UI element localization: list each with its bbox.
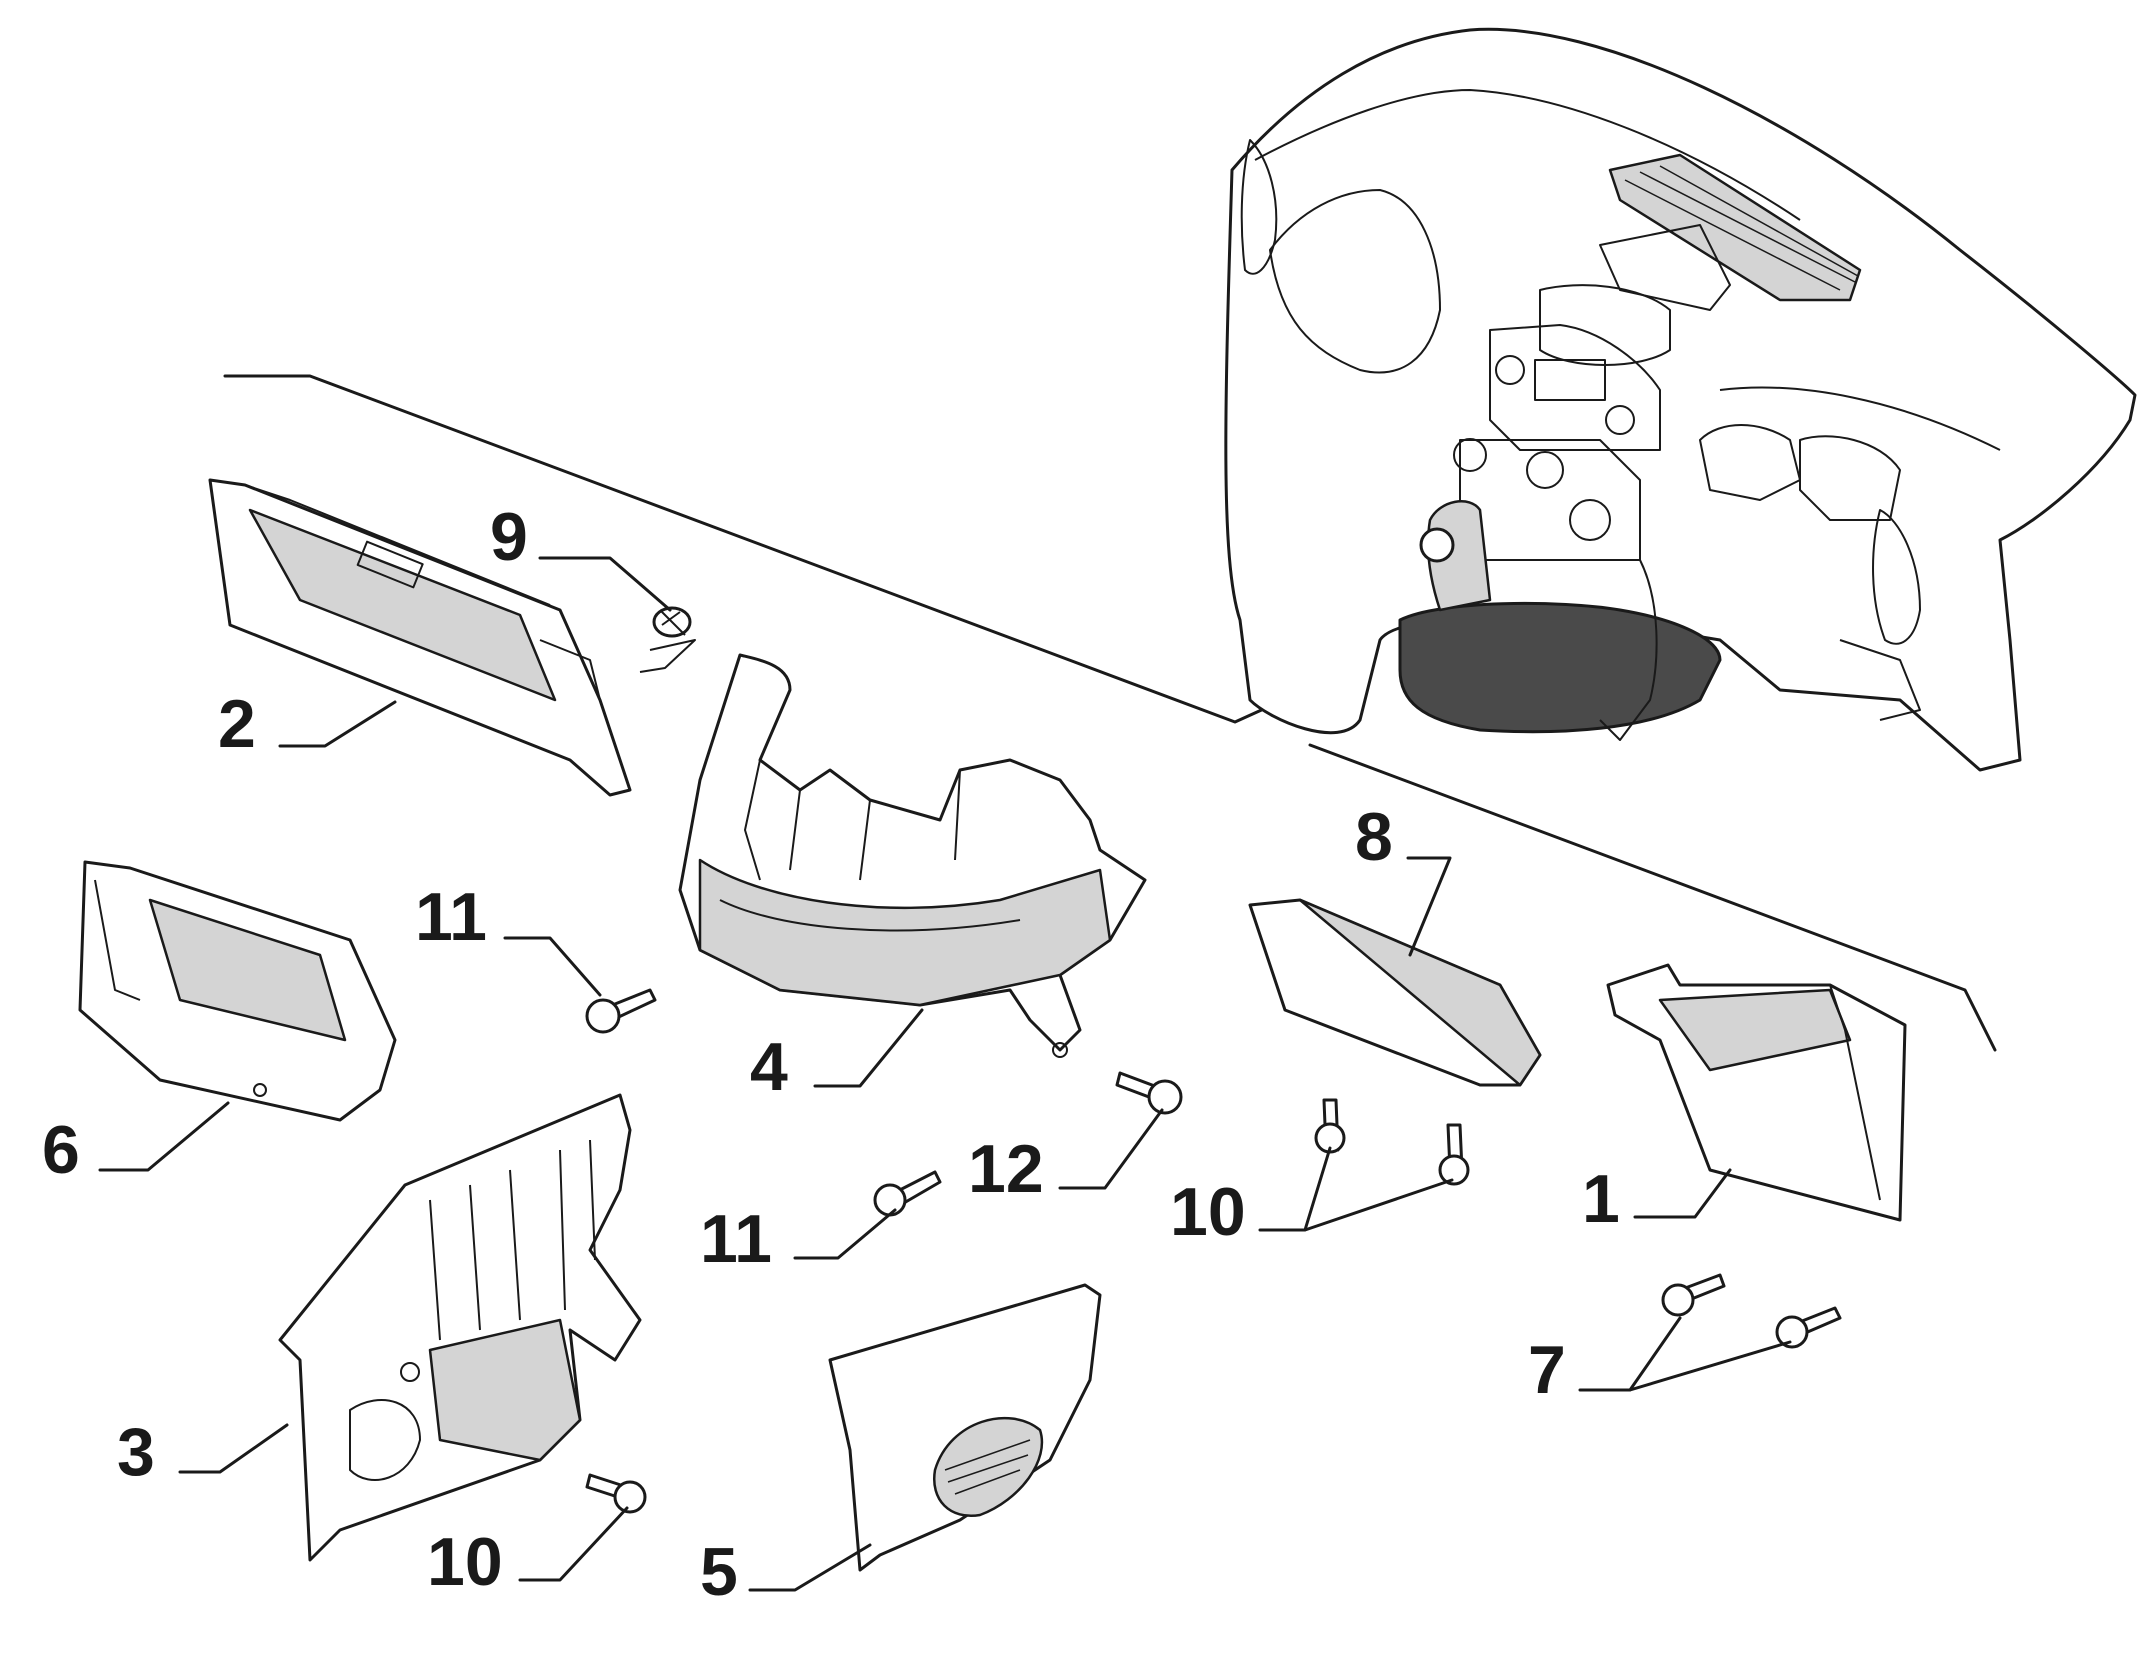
callout-7: 7 — [1528, 1332, 1566, 1408]
part-4-console-housing — [678, 653, 1147, 1058]
callout-6: 6 — [42, 1112, 80, 1188]
screw-11a — [585, 988, 657, 1034]
dashboard-overview — [1224, 27, 2137, 772]
callout-8: 8 — [1355, 799, 1393, 875]
callout-1: 1 — [1582, 1161, 1620, 1237]
part-5-vent-trim — [828, 1283, 1102, 1572]
callout-10-console: 10 — [1170, 1174, 1246, 1250]
part-6-storage-tray — [78, 860, 397, 1122]
callout-12: 12 — [968, 1131, 1044, 1207]
screw-10a — [1314, 1098, 1346, 1154]
part-8-cover — [1248, 898, 1542, 1087]
callout-3: 3 — [117, 1414, 155, 1490]
screw-7b — [1775, 1306, 1842, 1349]
callout-5: 5 — [700, 1534, 738, 1610]
callout-11-upper: 11 — [415, 879, 487, 955]
callout-11-lower: 11 — [700, 1201, 772, 1277]
screw-11b — [873, 1170, 942, 1217]
callout-10-lower: 10 — [427, 1524, 503, 1600]
screw-10b — [1438, 1123, 1470, 1186]
part-3-bracket-panel — [278, 1093, 642, 1562]
leader-lines — [98, 556, 1792, 1592]
callout-2: 2 — [218, 686, 256, 762]
part-1-side-panel — [1606, 963, 1907, 1222]
screw-12 — [1115, 1071, 1183, 1115]
screw-10c — [585, 1473, 647, 1514]
callout-9: 9 — [490, 499, 528, 575]
screw-7a — [1661, 1273, 1726, 1317]
callout-4: 4 — [750, 1029, 788, 1105]
callout-numbers: 1 2 3 4 5 6 7 8 9 10 10 11 11 12 — [42, 499, 1620, 1610]
part-2-upper-trim-panel — [208, 478, 632, 797]
part-9-spring-clip — [639, 606, 696, 673]
